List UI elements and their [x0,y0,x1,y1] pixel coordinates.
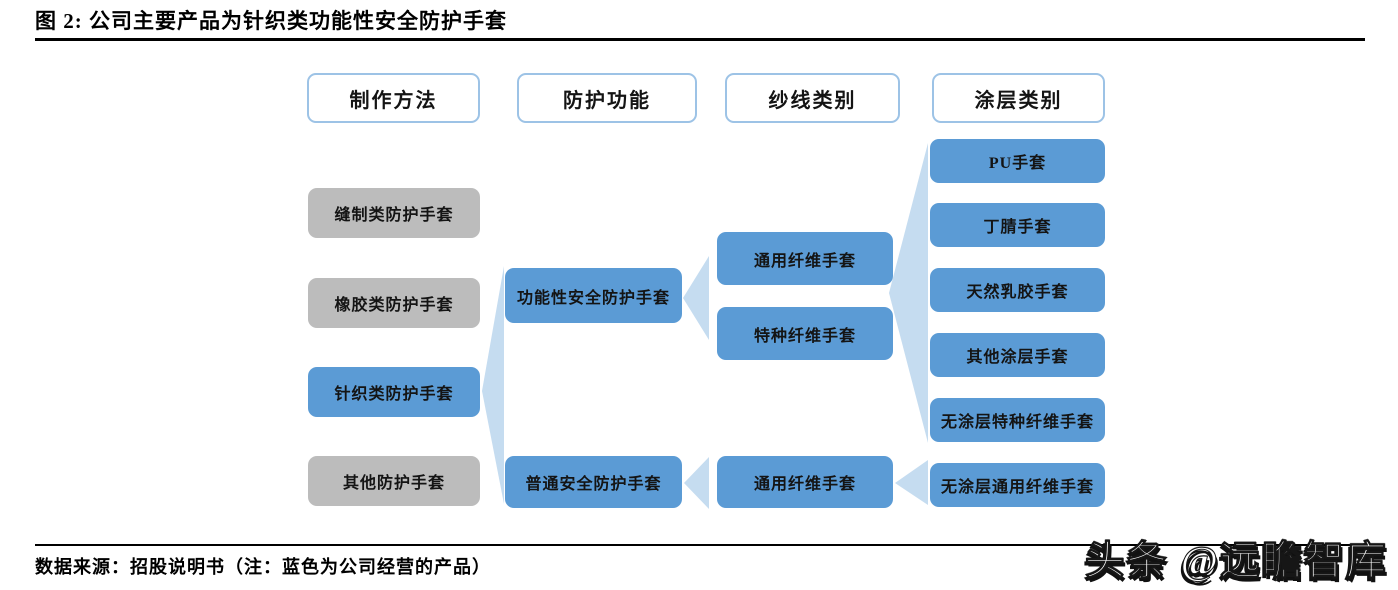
fan-yarn-to-coating [889,143,928,443]
header-coating-category: 涂层类别 [932,73,1105,123]
arrow-uncoated-to-yarn [895,460,928,505]
fan-knitted-to-function [482,266,504,504]
header-yarn-category: 纱线类别 [725,73,900,123]
arrow-yarn-to-ordinary [684,457,709,509]
node-sewn-protective-gloves: 缝制类防护手套 [308,188,480,238]
toutiao-watermark: 头条 @远瞻智库 [1084,538,1388,584]
node-uncoated-special-fiber-gloves: 无涂层特种纤维手套 [930,398,1105,442]
arrow-yarn-to-functional [683,256,709,340]
node-pu-gloves: PU手套 [930,139,1105,183]
node-uncoated-general-fiber-gloves: 无涂层通用纤维手套 [930,463,1105,507]
node-natural-latex-gloves: 天然乳胶手套 [930,268,1105,312]
node-general-fiber-gloves-top: 通用纤维手套 [717,232,893,285]
header-protective-function: 防护功能 [517,73,697,123]
node-other-protective-gloves: 其他防护手套 [308,456,480,506]
node-nitrile-gloves: 丁腈手套 [930,203,1105,247]
figure-title: 图 2: 公司主要产品为针织类功能性安全防护手套 [35,9,507,33]
header-manufacturing-method: 制作方法 [307,73,480,123]
node-general-fiber-gloves-bottom: 通用纤维手套 [717,456,893,508]
data-source-note: 数据来源：招股说明书（注：蓝色为公司经营的产品） [35,557,491,577]
node-ordinary-safety-gloves: 普通安全防护手套 [505,456,682,508]
footer-separator-line [35,544,1365,546]
node-rubber-protective-gloves: 橡胶类防护手套 [308,278,480,328]
node-functional-safety-gloves: 功能性安全防护手套 [505,268,682,323]
node-special-fiber-gloves: 特种纤维手套 [717,307,893,360]
title-separator-line [35,38,1365,41]
node-knitted-protective-gloves: 针织类防护手套 [308,367,480,417]
node-other-coated-gloves: 其他涂层手套 [930,333,1105,377]
